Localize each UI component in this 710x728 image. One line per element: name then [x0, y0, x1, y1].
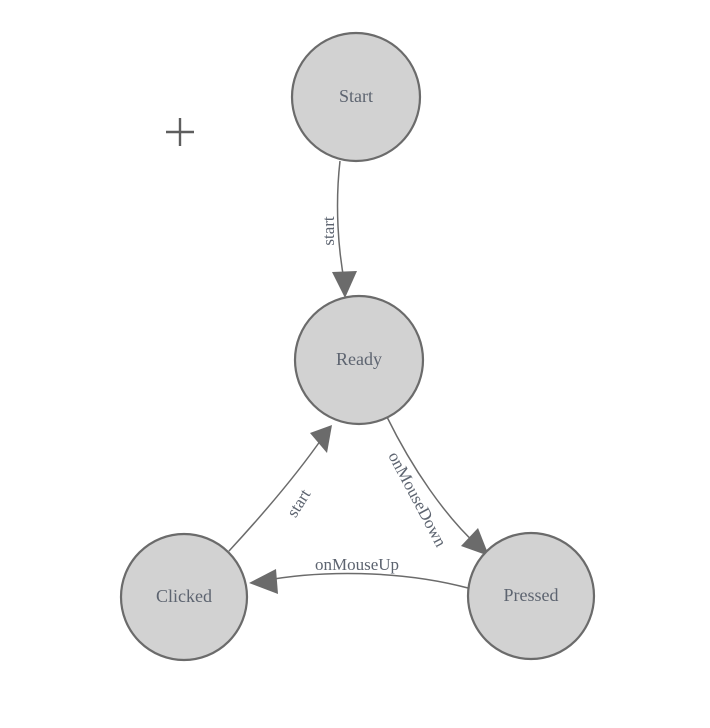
edge-label-clicked-to-ready: start: [283, 485, 315, 520]
node-pressed-circle[interactable]: [466, 531, 596, 661]
node-start-circle[interactable]: [290, 31, 422, 163]
edge-start-to-ready[interactable]: [332, 160, 357, 298]
edge-label-start-to-ready: start: [319, 216, 338, 246]
edge-ready-to-pressed-path: [386, 416, 479, 547]
edge-start-to-ready-path: [336, 160, 346, 286]
node-ready-circle[interactable]: [293, 294, 425, 426]
edge-pressed-to-clicked-arrowhead: [249, 569, 278, 594]
edge-clicked-to-ready[interactable]: [228, 425, 332, 552]
plus-crosshair-icon: [166, 118, 194, 146]
node-pressed[interactable]: Pressed: [466, 531, 596, 661]
node-ready[interactable]: Ready: [293, 294, 425, 426]
edge-label-ready-to-pressed: onMouseDown: [384, 449, 450, 551]
edge-label-pressed-to-clicked: onMouseUp: [315, 555, 399, 574]
edge-pressed-to-clicked-path: [261, 572, 469, 589]
node-clicked-circle[interactable]: [119, 532, 249, 662]
node-clicked[interactable]: Clicked: [119, 532, 249, 662]
edge-ready-to-pressed-arrowhead: [461, 528, 489, 556]
edge-start-to-ready-arrowhead: [332, 271, 357, 298]
edge-clicked-to-ready-path: [228, 436, 324, 552]
edge-ready-to-pressed[interactable]: [386, 416, 489, 556]
edge-pressed-to-clicked[interactable]: [249, 569, 469, 594]
edge-clicked-to-ready-arrowhead: [310, 425, 332, 453]
node-start[interactable]: Start: [290, 31, 422, 163]
